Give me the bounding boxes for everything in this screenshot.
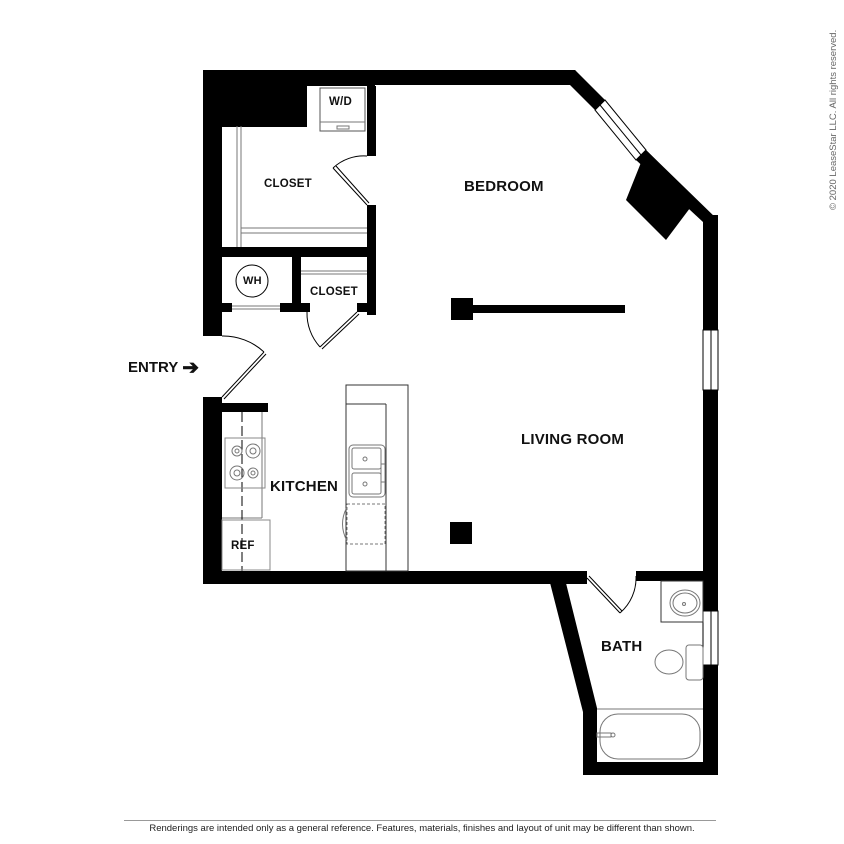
refrigerator-label: REF [231,540,255,552]
room-label-bedroom: BEDROOM [464,178,544,195]
room-label-kitchen: KITCHEN [270,478,339,495]
entry-marker: ENTRY ➔ [128,356,200,379]
water-heater-label: WH [243,275,262,287]
room-label-closet-small: CLOSET [310,286,358,298]
arrow-right-icon: ➔ [182,356,200,379]
room-label-closet-main: CLOSET [264,178,312,190]
exterior-walls [203,70,718,775]
copyright-container: © 2020 LeaseStar LLC. All rights reserve… [828,10,842,210]
entry-label: ENTRY [128,359,179,376]
room-label-bath: BATH [601,638,643,655]
disclaimer-text: Renderings are intended only as a genera… [149,823,695,834]
washer-dryer-label: W/D [329,96,352,108]
interior-walls [222,86,625,581]
windows [594,99,719,666]
footer-divider [124,820,716,821]
copyright-text: © 2020 LeaseStar LLC. All rights reserve… [828,29,839,210]
room-label-living-room: LIVING ROOM [521,431,625,448]
fixtures [221,87,704,760]
doors [221,155,637,614]
